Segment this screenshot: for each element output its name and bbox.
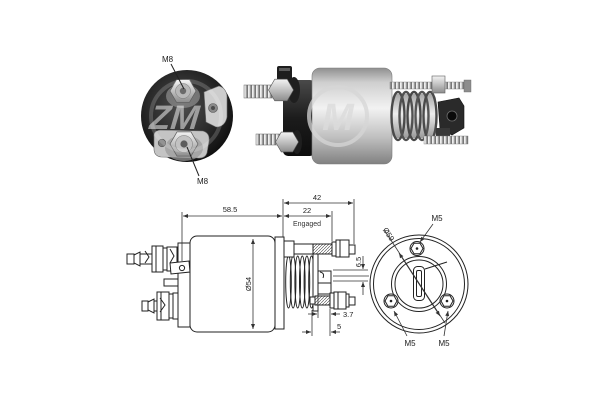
flange-outer-circle-2: [373, 238, 465, 330]
side-line-drawing: 58.5 42 22 Engaged Ø54: [126, 193, 369, 336]
dimension-5: 5: [302, 310, 341, 336]
dim-22-label: 22: [303, 206, 311, 215]
rear-terminal-stud-top: [166, 79, 200, 108]
rear-view-photo: ZM M8 M8: [141, 55, 233, 186]
bolt-label-top: M5: [431, 214, 443, 223]
drawing-body: [189, 235, 276, 333]
dim-59-label: Ø59: [381, 226, 396, 243]
zm-watermark-rear: ZM: [147, 79, 223, 153]
rear-bracket-right: [203, 85, 228, 128]
flange-bore-circle-2: [394, 259, 444, 309]
dim-6-5-label: 6.5: [354, 257, 363, 267]
drawing-mount-tab: [163, 278, 179, 287]
photo-fork-end: [437, 97, 465, 136]
drawing-spring: [285, 255, 315, 309]
dim-3-7-label: 3.7: [343, 310, 353, 319]
dim-5-label: 5: [337, 322, 341, 331]
drawing-rod-top: [283, 239, 356, 258]
photo-watermark-text: M: [322, 97, 355, 139]
drawing-flange: [274, 236, 285, 330]
leader-line-top-terminal: [170, 63, 185, 90]
bolt-callouts: M5 M5 M5: [393, 214, 450, 348]
photo-stud-top: [243, 77, 300, 103]
product-photo: M: [243, 66, 472, 165]
photo-stud-bottom: [255, 130, 302, 154]
leader-line-bottom-terminal: [186, 146, 200, 177]
flange-bolt-top: [409, 241, 425, 256]
dim-58-5-label: 58.5: [223, 205, 238, 214]
dimension-58-5: 58.5: [181, 205, 282, 261]
drawing-cap-plate: [177, 242, 191, 328]
drawing-rod-bottom: [309, 291, 356, 310]
bolt-label-bottom-right: M5: [438, 339, 450, 348]
drawing-spade-terminal: [169, 260, 191, 275]
zm-watermark-photo: M: [307, 85, 369, 147]
dim-42-label: 42: [313, 193, 321, 202]
dimension-3-7: 3.7: [308, 295, 353, 319]
bolt-label-bottom-left: M5: [404, 339, 416, 348]
flange-bore-circle: [391, 256, 447, 312]
dim-54-label: Ø54: [244, 277, 253, 291]
dimension-42: 42: [282, 193, 355, 244]
dimension-22-engaged: 22 Engaged: [284, 206, 333, 241]
engaged-label: Engaged: [293, 221, 321, 228]
zm-watermark-text: ZM: [147, 99, 202, 137]
drawing-fork-bracket: [317, 270, 332, 295]
terminal-label-bottom: M8: [197, 177, 209, 186]
drawing-stud-bottom: [141, 291, 179, 321]
photo-rod-bottom: [423, 128, 469, 145]
flange-bolt-bottom-right: [439, 293, 455, 309]
front-flange-drawing: Ø59 M5 M5 M5: [369, 214, 469, 348]
drawing-stud-top: [126, 245, 178, 273]
terminal-label-top: M8: [162, 55, 174, 64]
flange-bolt-bottom-left: [383, 293, 399, 309]
dimension-body-diameter: Ø54: [244, 239, 255, 329]
photo-rod-top: [389, 75, 472, 94]
photo-return-spring: [390, 90, 438, 142]
dimension-6-5: 6.5: [333, 256, 368, 295]
